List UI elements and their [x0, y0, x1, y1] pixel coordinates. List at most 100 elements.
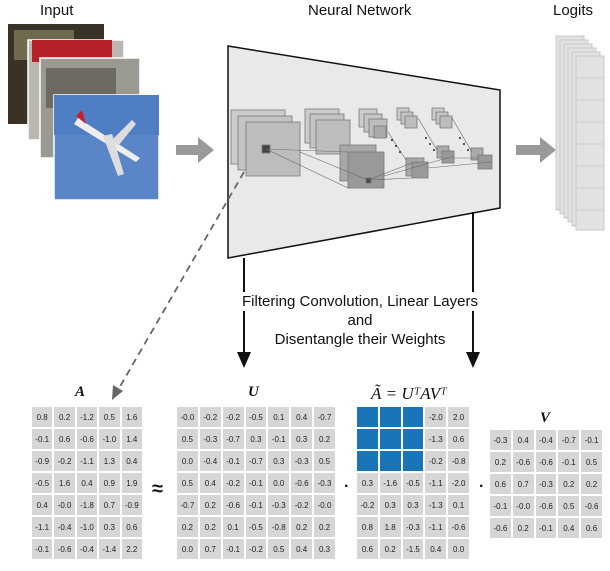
matrix-row: -0.2-0.8 — [357, 451, 469, 471]
matrix-cell: 0.5 — [314, 451, 335, 471]
matrix-cell: 0.2 — [490, 452, 511, 472]
matrix-cell: -0.2 — [291, 495, 313, 515]
matrix-cell: 0.8 — [32, 407, 53, 427]
network-label: Neural Network — [308, 2, 412, 19]
process-description: Filtering Convolution, Linear Layers and… — [210, 292, 510, 349]
matrix-cell: 0.5 — [581, 452, 602, 472]
matrix-cell: -0.2 — [245, 539, 267, 559]
matrix-u-label: U — [248, 384, 259, 400]
matrix-cell: -0.3 — [314, 473, 335, 493]
matrix-cell: -0.7 — [245, 451, 267, 471]
matrix-cell: -0.4 — [535, 430, 557, 450]
matrix-cell: 0.4 — [291, 539, 313, 559]
matrix-cell — [357, 451, 378, 471]
matrix-cell: -0.1 — [535, 518, 557, 538]
matrix-cell: -0.7 — [314, 407, 335, 427]
matrix-cell: -0.0 — [54, 495, 75, 515]
matrix-cell: 0.3 — [99, 517, 120, 537]
matrix-cell: -0.1 — [245, 495, 267, 515]
input-image-stack — [8, 24, 160, 201]
matrix-cell: 0.4 — [512, 430, 534, 450]
matrix-cell: -0.6 — [291, 473, 313, 493]
matrix-cell: 0.3 — [357, 473, 378, 493]
logits-label: Logits — [553, 2, 594, 19]
matrix-cell: 0.6 — [54, 429, 75, 449]
matrix-cell: -0.4 — [199, 451, 221, 471]
matrix-cell: 1.6 — [121, 407, 142, 427]
matrix-cell: 0.2 — [512, 518, 534, 538]
matrix-cell: -0.4 — [76, 539, 98, 559]
matrix-cell: -0.6 — [76, 429, 98, 449]
matrix-cell: -0.0 — [314, 495, 335, 515]
matrix-cell: 0.4 — [291, 407, 313, 427]
matrix-cell: -0.2 — [222, 473, 244, 493]
matrix-cell: -0.8 — [268, 517, 290, 537]
matrix-cell: 0.2 — [314, 429, 335, 449]
matrix-cell: -0.1 — [245, 473, 267, 493]
matrix-cell: -0.1 — [490, 496, 511, 516]
matrix-cell: -0.1 — [558, 452, 580, 472]
matrix-cell: -0.2 — [357, 495, 378, 515]
matrix-cell: 0.4 — [558, 518, 580, 538]
process-line-3: Disentangle their Weights — [274, 331, 446, 348]
matrix-cell: -1.3 — [425, 495, 447, 515]
matrix-atilde-label: Ã = UᵀAVᵀ — [371, 384, 447, 403]
matrix-cell: -2.0 — [448, 473, 469, 493]
matrix-cell: 0.3 — [291, 429, 313, 449]
matrix-cell: -1.0 — [99, 429, 120, 449]
matrix-cell: 0.5 — [177, 429, 198, 449]
matrix-cell: 0.4 — [121, 451, 142, 471]
matrix-cell: 0.5 — [177, 473, 198, 493]
matrix-cell: -0.9 — [121, 495, 142, 515]
matrix-cell: 0.6 — [357, 539, 378, 559]
matrix-cell — [402, 451, 424, 471]
matrix-cell: -1.8 — [76, 495, 98, 515]
matrix-cell: 0.7 — [512, 474, 534, 494]
matrix-cell: 0.5 — [99, 407, 120, 427]
matrix-cell: -1.1 — [32, 517, 53, 537]
matrix-cell: 0.6 — [581, 518, 602, 538]
matrix-cell: -0.2 — [222, 407, 244, 427]
matrix-cell: 0.6 — [121, 517, 142, 537]
arrow-network-to-logits — [516, 137, 556, 163]
matrix-cell: -0.5 — [402, 473, 424, 493]
matrix-cell: -0.1 — [222, 451, 244, 471]
matrix-cell: -0.3 — [535, 474, 557, 494]
matrix-cell: 0.5 — [558, 496, 580, 516]
matrix-cell: 1.8 — [379, 517, 401, 537]
matrix-cell — [357, 407, 378, 427]
matrix-cell: 0.3 — [268, 451, 290, 471]
matrix-cell — [402, 429, 424, 449]
matrix-cell: -0.4 — [54, 517, 75, 537]
matrix-cell — [379, 451, 401, 471]
matrix-cell: -2.0 — [425, 407, 447, 427]
process-line-1: Filtering Convolution, Linear Layers — [210, 292, 510, 311]
matrix-cell: -1.0 — [76, 517, 98, 537]
matrix-cell: 0.4 — [32, 495, 53, 515]
matrix-cell: -0.7 — [222, 429, 244, 449]
matrix-cell: -1.2 — [76, 407, 98, 427]
matrix-cell: 2.0 — [448, 407, 469, 427]
matrix-cell: -0.7 — [558, 430, 580, 450]
dot-operator-1: · — [344, 478, 350, 495]
matrix-cell: -0.5 — [245, 517, 267, 537]
matrix-cell: 0.8 — [357, 517, 378, 537]
matrix-cell: -0.3 — [402, 517, 424, 537]
matrix-cell: -1.5 — [402, 539, 424, 559]
matrix-cell: -0.6 — [581, 496, 602, 516]
matrix-cell: 0.2 — [379, 539, 401, 559]
matrix-cell: -0.6 — [54, 539, 75, 559]
